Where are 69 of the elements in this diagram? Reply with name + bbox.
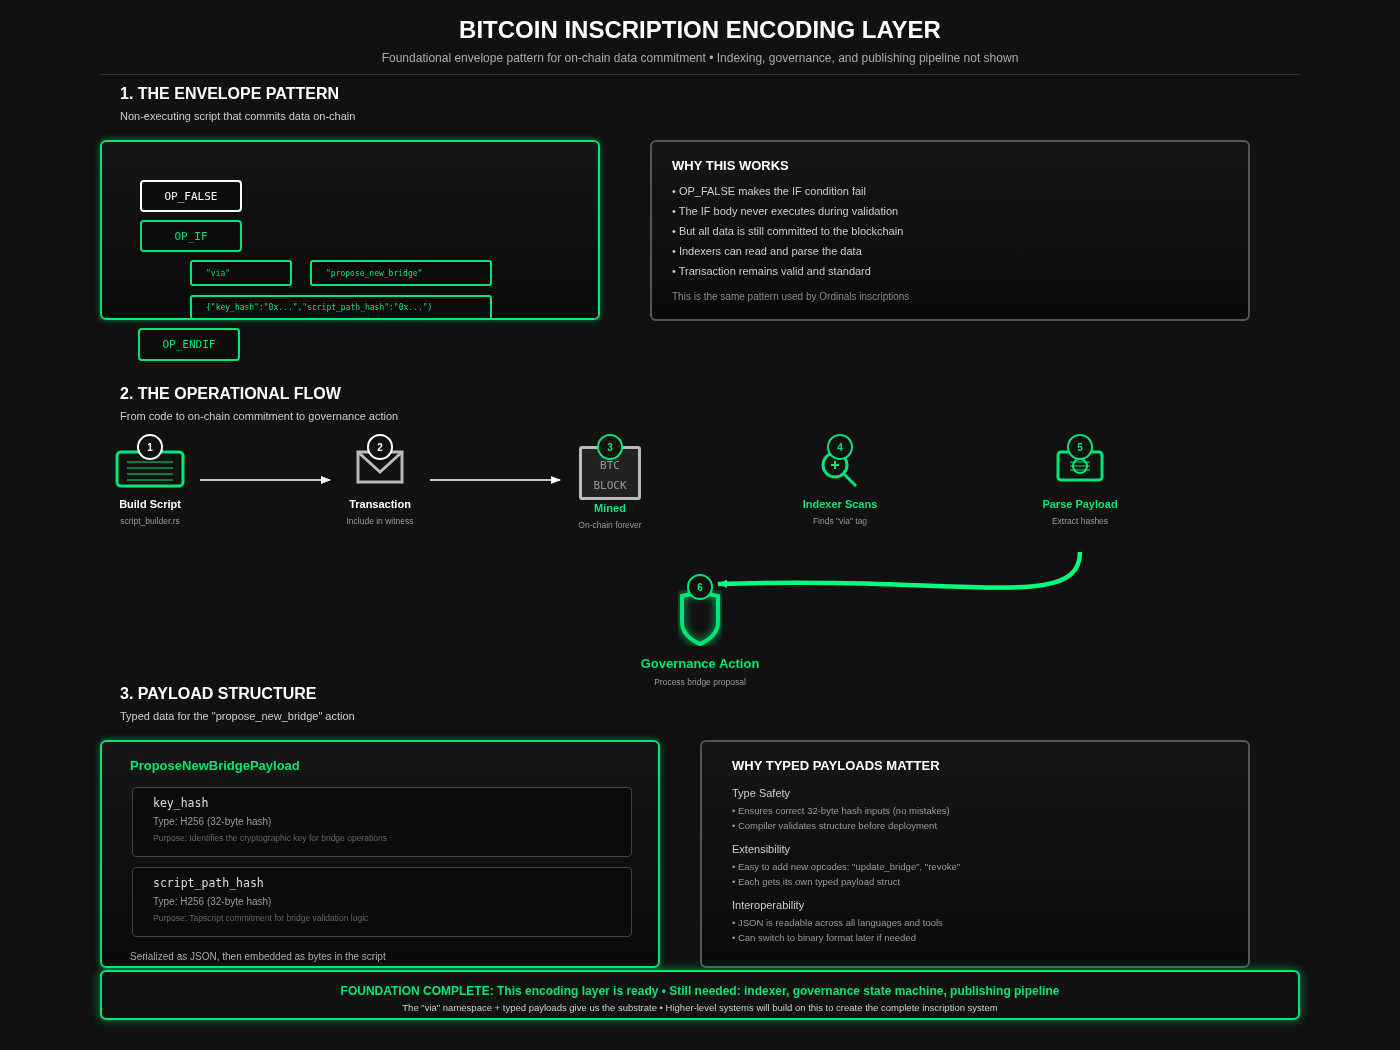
field-card: [132, 867, 632, 937]
note-text: This is the same pattern used by Ordinals inscriptions: [672, 291, 911, 302]
opcode-box: OP_FALSE: [140, 180, 242, 212]
step-title: Indexer Scans: [802, 498, 878, 510]
step-caption: On-chain forever: [578, 520, 642, 530]
bullet-text: • Indexers can read and parse the data: [672, 244, 863, 259]
bullet-text: • Compiler validates structure before deployment: [732, 819, 939, 833]
title: BITCOIN INSCRIPTION ENCODING LAYER: [458, 16, 942, 44]
arrow: [199, 476, 331, 484]
bullet-text: • Ensures correct 32-byte hash inputs (no mistakes): [732, 804, 951, 818]
section-heading: 3. PAYLOAD STRUCTURE: [120, 685, 317, 703]
step-number: 5: [1067, 434, 1093, 460]
step-title: Parse Payload: [1042, 498, 1118, 510]
step-title: Governance Action: [640, 656, 760, 671]
opcode-box: OP_IF: [140, 220, 242, 252]
section-subtitle: Non-executing script that commits data on-chain: [120, 110, 356, 122]
field-card: [132, 787, 632, 857]
info-card: [700, 740, 1250, 968]
card-heading: ProposeNewBridgePayload: [130, 758, 300, 773]
field-type: Type: H256 (32-byte hash): [153, 896, 273, 907]
step-caption: Extract hashes: [1051, 516, 1109, 526]
step-caption: Process bridge proposal: [654, 677, 746, 687]
card-heading: WHY THIS WORKS: [672, 158, 790, 173]
field-type: Type: H256 (32-byte hash): [153, 816, 273, 827]
step-number: 1: [137, 434, 163, 460]
step-caption: Finds "via" tag: [812, 516, 868, 526]
field-name: key_hash: [153, 796, 210, 810]
bullet-text: • Easy to add new opcodes: "update_bridge", "revoke": [732, 860, 962, 874]
info-card: [650, 140, 1250, 321]
step-number: 2: [367, 434, 393, 460]
note-text: Serialized as JSON, then embedded as bytes in the script: [130, 951, 386, 962]
arrow: [429, 476, 561, 484]
card-heading: WHY TYPED PAYLOADS MATTER: [732, 758, 941, 773]
bullet-text: • Each gets its own typed payload struct: [732, 875, 902, 889]
bullet-text: • Transaction remains valid and standard: [672, 264, 872, 279]
bullet-text: • JSON is readable across all languages and tools: [732, 916, 944, 930]
subheading: Interoperability: [732, 899, 806, 911]
field-name: script_path_hash: [153, 876, 265, 890]
section-heading: 2. THE OPERATIONAL FLOW: [120, 385, 341, 403]
step-caption: script_builder.rs: [120, 516, 180, 526]
data-box: {"key_hash":"0x...","script_path_hash":"0x..."): [190, 295, 492, 320]
opcode-box: OP_ENDIF: [138, 328, 240, 361]
status-heading: FOUNDATION COMPLETE: This encoding layer is ready • Still needed: indexer, governance state machine, publishing pipeline: [339, 984, 1061, 998]
bullet-text: • Can switch to binary format later if needed: [732, 931, 917, 945]
field-purpose: Purpose: Identifies the cryptographic key for bridge operations: [153, 833, 388, 843]
bullet-text: • OP_FALSE makes the IF condition fail: [672, 184, 867, 199]
arrow: [717, 551, 1083, 590]
subheading: Type Safety: [732, 787, 792, 799]
step-title: Mined: [594, 502, 626, 514]
payload-card: [100, 740, 660, 968]
step-caption: Include in witness: [346, 516, 414, 526]
subheading: Extensibility: [732, 843, 792, 855]
bullet-text: • But all data is still committed to the blockchain: [672, 224, 905, 239]
step-number: 6: [687, 574, 713, 600]
bullet-text: • The IF body never executes during validation: [672, 204, 900, 219]
data-box: "propose_new_bridge": [310, 260, 492, 286]
status-text: The "via" namespace + typed payloads give us the substrate • Higher-level systems will build on this to create the complete inscription system: [401, 1002, 999, 1013]
step-number: 4: [827, 434, 853, 460]
field-purpose: Purpose: Tapscript commitment for bridge validation logic: [153, 913, 370, 923]
status-banner: [100, 970, 1300, 1020]
step-title: Transaction: [349, 498, 411, 510]
subtitle: Foundational envelope pattern for on-chain data commitment • Indexing, governance, and publishing pipeline not shown: [380, 51, 1020, 65]
section-heading: 1. THE ENVELOPE PATTERN: [120, 85, 339, 103]
envelope-box: [100, 140, 600, 320]
section-subtitle: From code to on-chain commitment to governance action: [120, 410, 399, 422]
data-box: "via": [190, 260, 292, 286]
step-number: 3: [597, 434, 623, 460]
step-title: Build Script: [119, 498, 181, 510]
section-subtitle: Typed data for the "propose_new_bridge" action: [120, 710, 355, 722]
